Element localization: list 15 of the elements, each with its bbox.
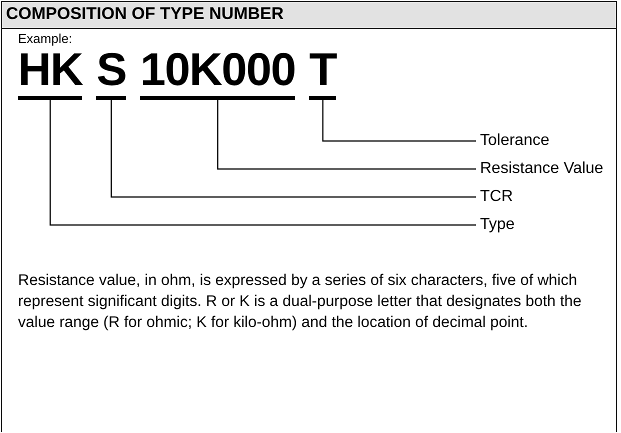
leader-line <box>50 100 476 226</box>
field-label: Type <box>480 215 515 235</box>
field-label: TCR <box>480 187 513 207</box>
field-label: Resistance Value <box>480 159 604 179</box>
type-code-segment: S <box>96 46 126 100</box>
example-label: Example: <box>18 31 72 46</box>
type-code-segment: T <box>309 46 336 100</box>
section-title: COMPOSITION OF TYPE NUMBER <box>6 4 284 24</box>
leader-line <box>322 100 476 142</box>
field-label: Tolerance <box>480 131 550 151</box>
leader-line <box>110 100 476 198</box>
type-code-segment: HK <box>18 46 82 100</box>
leader-line <box>217 100 476 170</box>
description-text: Resistance value, in ohm, is expressed by a series of six characters, five of which represent significant digits. R or K is a dual-purpose letter that designates both the value range (R for ohmic; K for kilo-ohm) and the location of decimal point. <box>18 271 582 333</box>
type-code-segment: 10K000 <box>140 46 296 100</box>
